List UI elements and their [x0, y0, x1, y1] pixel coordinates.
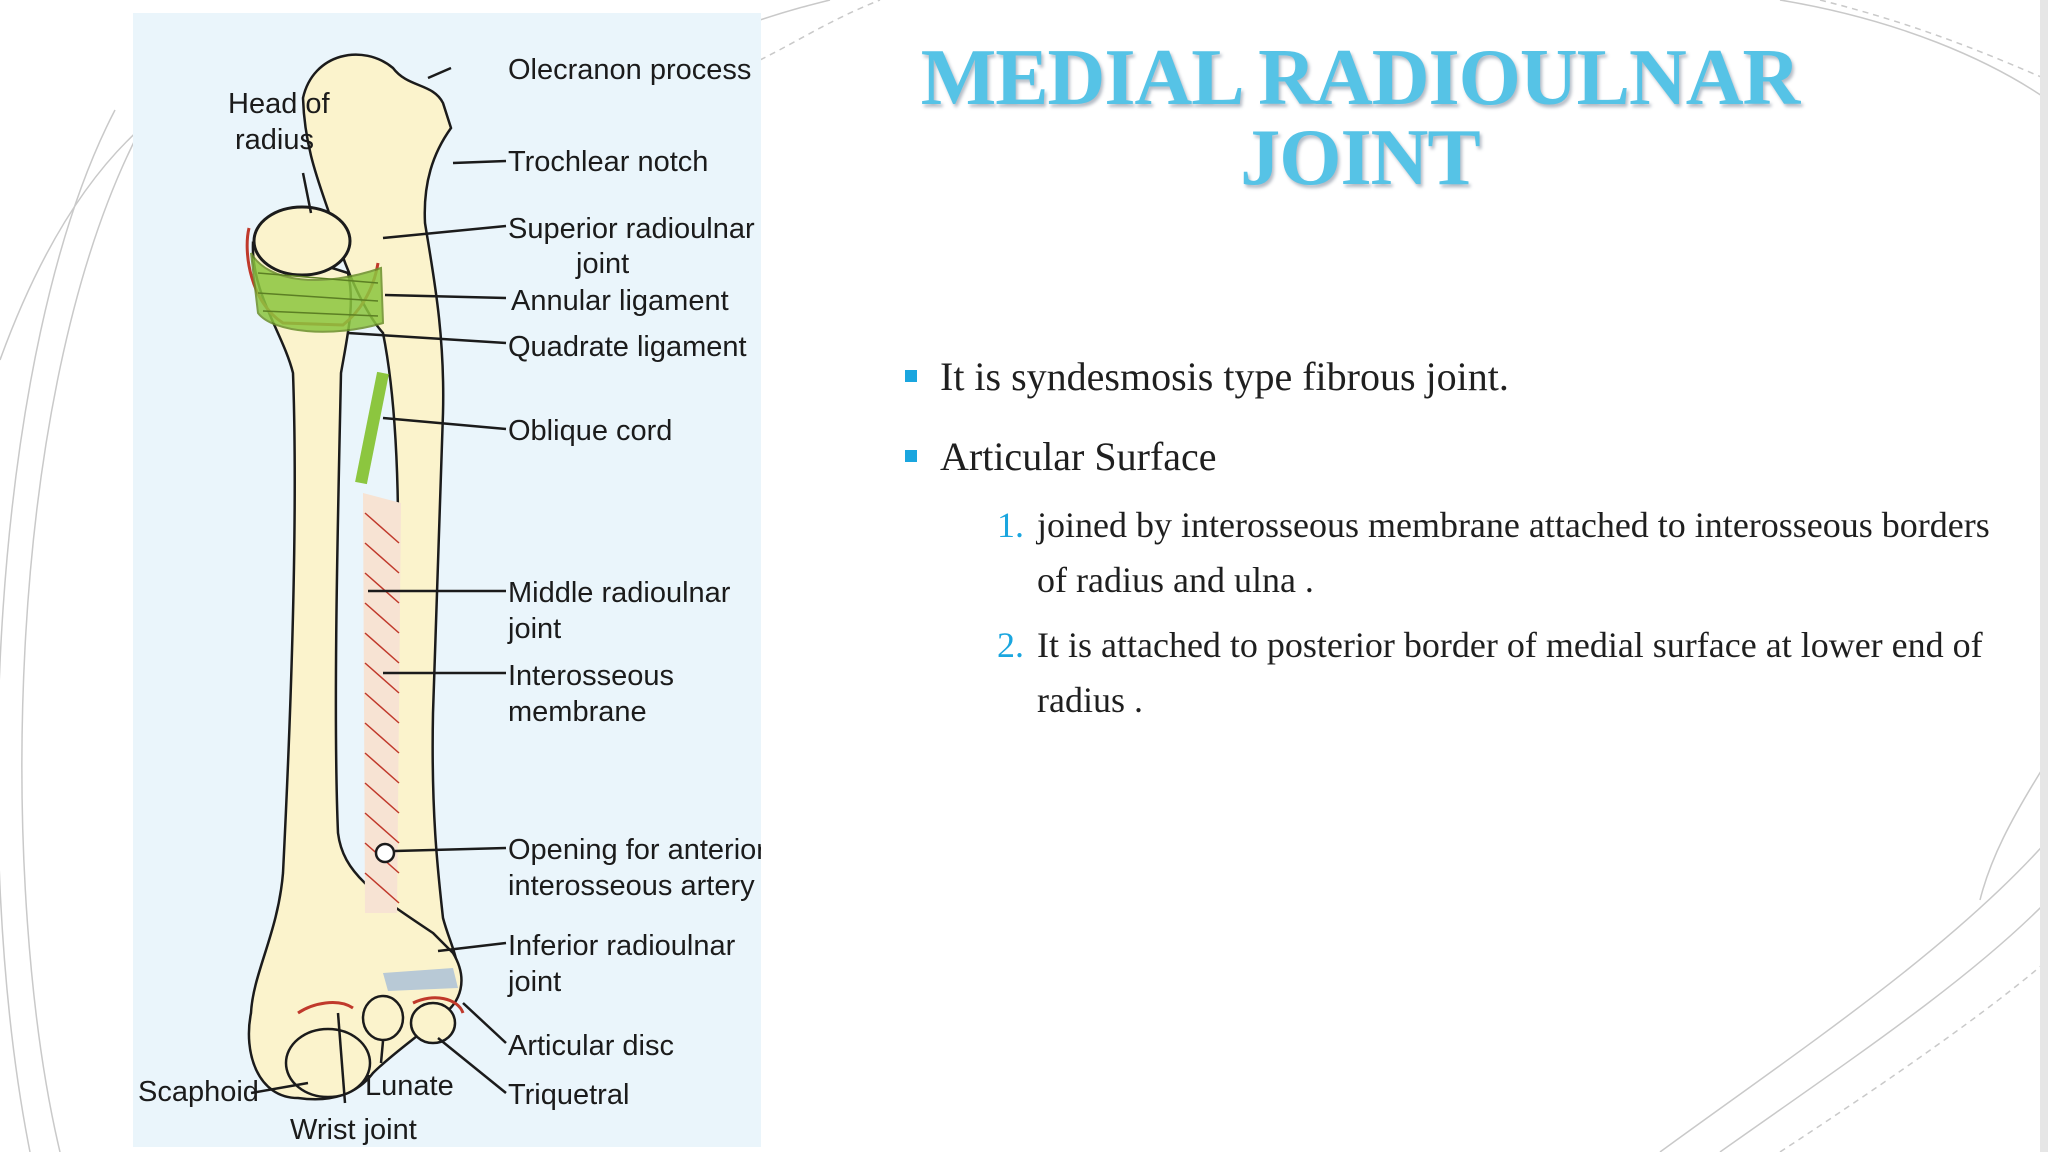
label-quadrate-ligament: Quadrate ligament: [508, 331, 747, 363]
label-scaphoid: Scaphoid: [138, 1076, 259, 1108]
square-bullet-icon: [905, 370, 917, 382]
radius-bone: [247, 241, 463, 1101]
label-opening-1: Opening for anterior: [508, 834, 761, 866]
item-text: joined by interosseous membrane attached…: [1037, 505, 1990, 600]
scaphoid-bone: [284, 1027, 372, 1099]
artery-opening: [374, 842, 396, 864]
label-inferior-radioulnar-1: Inferior radioulnar: [508, 930, 736, 962]
interosseous-membrane: [363, 493, 401, 913]
label-middle-radioulnar-1: Middle radioulnar: [508, 577, 731, 609]
numbered-item: 1. joined by interosseous membrane attac…: [940, 498, 2005, 608]
label-oblique-cord: Oblique cord: [508, 415, 672, 447]
label-interosseous-1: Interosseous: [508, 660, 674, 692]
leader-lines: [250, 66, 507, 1104]
bullet-item: Articular Surface 1. joined by interosse…: [905, 432, 2005, 728]
triquetral-bone: [409, 1001, 457, 1045]
item-number: 1.: [997, 505, 1024, 545]
slide-title-line2: JOINT: [1240, 114, 1480, 202]
bullet-text: Articular Surface: [940, 434, 1217, 479]
bullet-item: It is syndesmosis type fibrous joint.: [905, 352, 2005, 402]
label-interosseous-2: membrane: [508, 696, 647, 728]
numbered-sublist: 1. joined by interosseous membrane attac…: [940, 498, 2005, 728]
oblique-cord: [355, 371, 389, 485]
label-wrist-joint: Wrist joint: [290, 1114, 417, 1146]
articular-disc: [383, 968, 458, 991]
numbered-item: 2. It is attached to posterior border of…: [940, 618, 2005, 728]
label-opening-2: interosseous artery: [508, 870, 755, 902]
label-head-of-radius-2: radius: [235, 124, 314, 156]
label-triquetral: Triquetral: [508, 1079, 629, 1111]
bullet-text: It is syndesmosis type fibrous joint.: [940, 354, 1509, 399]
membrane-fibers: [364, 512, 400, 904]
label-superior-radioulnar-1: Superior radioulnar: [508, 213, 755, 245]
radius-head: [252, 205, 352, 277]
slide-title-line1: MEDIAL RADIOULNAR: [920, 34, 1801, 122]
label-head-of-radius-1: Head of: [228, 88, 331, 120]
forearm-anatomy-diagram: Head of radius Olecranon process Trochle…: [133, 13, 761, 1147]
lunate-bone: [361, 994, 405, 1042]
label-superior-radioulnar-2: joint: [575, 248, 629, 280]
label-inferior-radioulnar-2: joint: [507, 966, 561, 998]
item-text: It is attached to posterior border of me…: [1037, 625, 1983, 720]
label-middle-radioulnar-2: joint: [507, 613, 561, 645]
bullet-list: It is syndesmosis type fibrous joint. Ar…: [905, 352, 2005, 758]
label-lunate: Lunate: [365, 1070, 454, 1102]
label-trochlear-notch: Trochlear notch: [508, 146, 708, 178]
square-bullet-icon: [905, 450, 917, 462]
label-annular-ligament: Annular ligament: [511, 285, 729, 317]
label-articular-disc: Articular disc: [508, 1030, 674, 1062]
slide-title: MEDIAL RADIOULNAR JOINT: [880, 38, 1840, 198]
label-olecranon: Olecranon process: [508, 54, 751, 86]
item-number: 2.: [997, 625, 1024, 665]
